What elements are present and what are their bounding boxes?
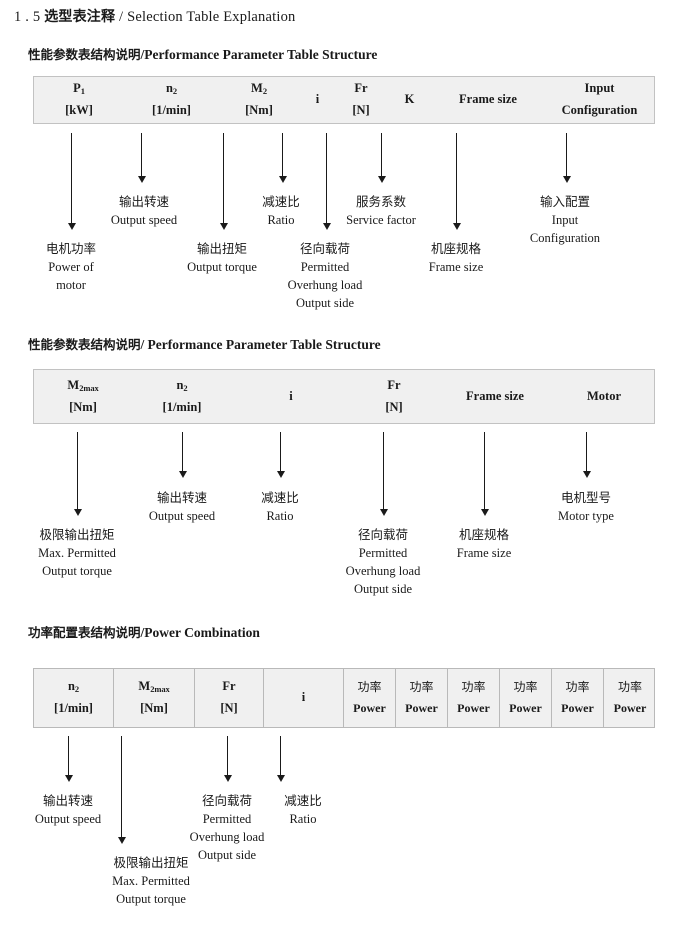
annotation-ratio-3: 减速比 Ratio [284, 793, 322, 827]
table1-col-m2: M2 [Nm] [245, 81, 273, 117]
annotation-service-factor: 服务系数 Service factor [346, 194, 416, 228]
arrow-to-permitted-overhung-load [322, 133, 331, 230]
section-2-heading-separator: / [140, 337, 145, 352]
arrow-to-output-speed [137, 133, 146, 183]
arrow-to-frame-size [452, 133, 461, 230]
table2-col-i: i [289, 388, 293, 403]
arrow-to-ratio [278, 133, 287, 183]
annotation-max-permitted-output-torque-3: 极限输出扭矩 Max. Permitted Output torque [112, 855, 190, 907]
annotation-output-torque: 输出扭矩 Output torque [187, 241, 257, 275]
arrow-to-ratio-2 [276, 432, 285, 478]
section-3-heading: 功率配置表结构说明/Power Combination [28, 622, 260, 641]
arrow-to-frame-size-2 [480, 432, 489, 516]
arrow-to-output-speed-2 [178, 432, 187, 478]
table1-col-n2: n2 [1/min] [152, 81, 191, 117]
table3-col-power-3: 功率 Power [448, 669, 500, 727]
table2-col-fr: Fr [N] [385, 377, 403, 414]
table2-col-m2max: M2max [Nm] [67, 377, 99, 414]
annotation-max-permitted-output-torque: 极限输出扭矩 Max. Permitted Output torque [38, 527, 116, 579]
table3-col-n2: n2 [1/min] [34, 669, 114, 727]
table2-col-motor: Motor [586, 388, 621, 403]
annotation-output-speed-3: 输出转速 Output speed [34, 793, 102, 827]
section-1-heading: 性能参数表结构说明/Performance Parameter Table St… [28, 44, 377, 63]
table3-col-power-4: 功率 Power [500, 669, 552, 727]
table3-col-power-2: 功率 Power [396, 669, 448, 727]
annotation-power-of-motor: 电机功率 Power of motor [45, 241, 97, 293]
table3-col-power-6: 功率 Power [613, 680, 647, 715]
arrow-to-ratio-3 [276, 736, 285, 782]
annotation-motor-type: 电机型号 Motor type [558, 490, 614, 524]
table1-col-frame-size: Frame size [459, 92, 517, 107]
section-1-heading-separator: / [140, 47, 145, 62]
table1-col-input-configuration: Input Configuration [561, 81, 638, 117]
table2-col-frame-size: Frame size [466, 388, 524, 403]
arrow-to-max-permitted-output-torque [73, 432, 82, 516]
table3-col-i: i [264, 669, 344, 727]
arrow-to-max-permitted-output-torque-3 [117, 736, 126, 844]
table1-col-k: K [404, 92, 415, 107]
page-title-english: Selection Table Explanation [127, 9, 296, 25]
section-2-heading-chinese: 性能参数表结构说明 [28, 337, 141, 352]
annotation-output-speed: 输出转速 Output speed [110, 194, 178, 228]
page-title-separator: / [119, 9, 124, 25]
arrow-to-output-torque [219, 133, 228, 230]
annotation-permitted-overhung-load-3: 径向载荷 Permitted Overhung load Output side [189, 793, 265, 863]
table3-col-power-1: 功率 Power [344, 669, 396, 727]
section-3-heading-chinese: 功率配置表结构说明 [28, 625, 141, 640]
arrow-to-output-speed-3 [64, 736, 73, 782]
section-3-heading-english: Power Combination [144, 625, 260, 640]
page-title: 1 . 5 选型表注释 / Selection Table Explanatio… [14, 6, 296, 26]
power-combination-table: n2 [1/min] M2max [Nm] Fr [N] i 功率 Power … [33, 668, 655, 728]
performance-parameter-table-2: M2max [Nm] n2 [1/min] i Fr [N] Frame siz… [33, 369, 655, 424]
arrow-to-service-factor [377, 133, 386, 183]
arrow-to-motor-type [582, 432, 591, 478]
table3-col-m2max: M2max [Nm] [114, 669, 195, 727]
annotation-permitted-overhung-load-2: 径向载荷 Permitted Overhung load Output side [345, 527, 421, 597]
annotation-frame-size-2: 机座规格 Frame size [456, 527, 512, 561]
table2-col-n2: n2 [1/min] [162, 377, 202, 414]
section-2-heading-english: Performance Parameter Table Structure [147, 337, 381, 352]
section-3-heading-separator: / [140, 625, 145, 640]
page-title-number: 1 . 5 [14, 9, 41, 25]
arrow-to-permitted-overhung-load-3 [223, 736, 232, 782]
annotation-input-configuration: 输入配置 Input Configuration [529, 194, 601, 246]
annotation-output-speed-2: 输出转速 Output speed [148, 490, 216, 524]
table1-col-i: i [315, 92, 320, 107]
table3-col-fr: Fr [N] [195, 669, 264, 727]
page-title-chinese: 选型表注释 [44, 9, 116, 25]
table1-col-p1: P1 [kW] [65, 81, 93, 117]
annotation-ratio: 减速比 Ratio [262, 194, 300, 228]
arrow-to-power-of-motor [67, 133, 76, 230]
table1-col-fr: Fr [N] [352, 81, 370, 117]
annotation-ratio-2: 减速比 Ratio [261, 490, 299, 524]
section-1-heading-chinese: 性能参数表结构说明 [28, 47, 141, 62]
performance-parameter-table-1: P1 [kW] n2 [1/min] M2 [Nm] i Fr [N] K Fr… [33, 76, 655, 124]
arrow-to-permitted-overhung-load-2 [379, 432, 388, 516]
arrow-to-input-configuration [562, 133, 571, 183]
annotation-frame-size: 机座规格 Frame size [428, 241, 484, 275]
annotation-permitted-overhung-load: 径向载荷 Permitted Overhung load Output side [287, 241, 363, 311]
section-2-heading: 性能参数表结构说明/ Performance Parameter Table S… [28, 334, 381, 353]
table3-col-power-5: 功率 Power [552, 669, 604, 727]
section-1-heading-english: Performance Parameter Table Structure [144, 47, 378, 62]
